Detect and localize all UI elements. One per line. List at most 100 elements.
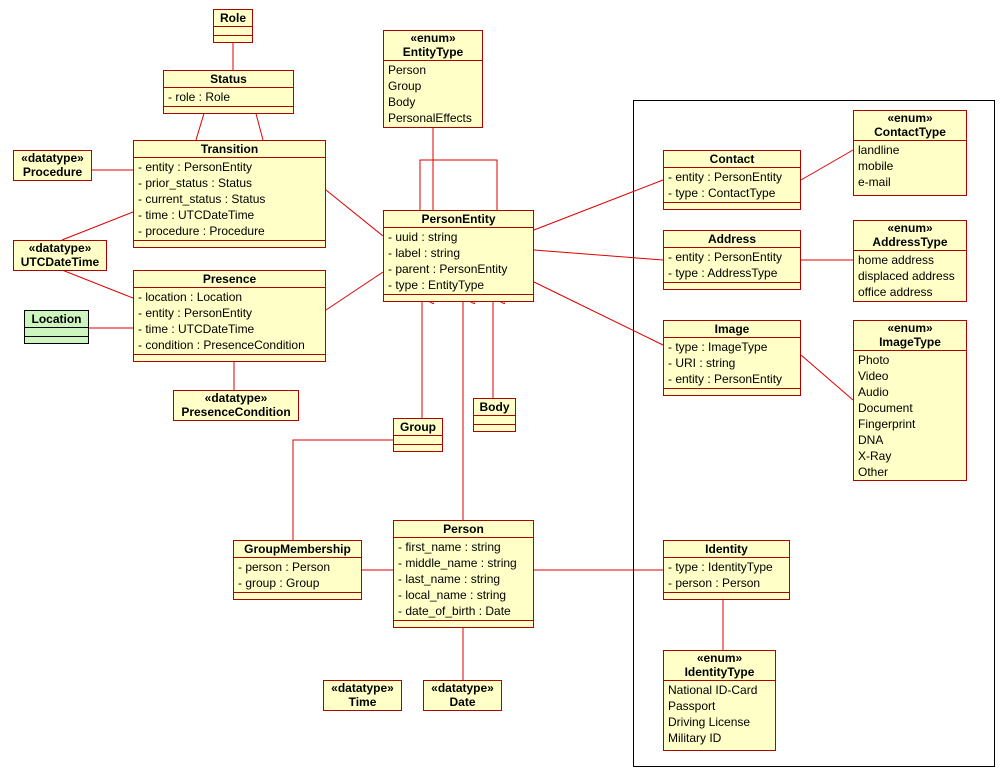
literals: landline mobile e-mail — [854, 141, 966, 191]
class-address[interactable]: Address - entity : PersonEntity - type :… — [663, 230, 801, 290]
class-name: PersonEntity — [421, 212, 496, 226]
literals: Person Group Body PersonalEffects — [384, 61, 482, 127]
class-name: Time — [348, 695, 377, 709]
operations — [214, 36, 252, 42]
attributes: - role : Role — [164, 88, 293, 107]
attribute: - procedure : Procedure — [138, 224, 265, 238]
literal: Driving License — [668, 715, 751, 729]
class-body[interactable]: Body — [473, 398, 516, 432]
class-groupmembership[interactable]: GroupMembership - person : Person - grou… — [233, 540, 362, 600]
attribute: - group : Group — [238, 576, 320, 590]
class-name: UTCDateTime — [20, 255, 100, 269]
attribute: - prior_status : Status — [138, 176, 253, 190]
attributes — [394, 436, 442, 445]
attribute: - role : Role — [168, 90, 231, 104]
attribute: - entity : PersonEntity — [138, 160, 253, 174]
literal: Passport — [668, 699, 716, 713]
attribute: - middle_name : string — [398, 556, 517, 570]
literals: National ID-Card Passport Driving Licens… — [664, 681, 775, 747]
literal: National ID-Card — [668, 683, 758, 697]
class-presence[interactable]: Presence - location : Location - entity … — [133, 270, 326, 362]
class-name: EntityType — [402, 45, 464, 59]
class-name: Group — [400, 420, 436, 434]
link-personentity-image — [533, 281, 681, 354]
class-contact[interactable]: Contact - entity : PersonEntity - type :… — [663, 150, 801, 210]
link-personentity-presence — [309, 271, 384, 322]
stereotype: «datatype» — [204, 391, 268, 405]
operations — [394, 445, 442, 451]
stereotype: «enum» — [887, 111, 933, 125]
operations — [664, 389, 800, 395]
enum-entitytype[interactable]: «enum» EntityType Person Group Body Pers… — [383, 30, 483, 128]
attribute: - entity : PersonEntity — [668, 372, 783, 386]
enum-contacttype[interactable]: «enum» ContactType landline mobile e-mai… — [853, 110, 967, 196]
attribute: - type : EntityType — [388, 278, 485, 292]
literal: Group — [388, 79, 422, 93]
attributes: - uuid : string - label : string - paren… — [384, 228, 533, 295]
attributes: - first_name : string - middle_name : st… — [394, 538, 533, 621]
attributes — [474, 416, 515, 425]
datatype-date[interactable]: «datatype» Date — [423, 680, 502, 711]
literal: Body — [388, 95, 416, 109]
class-role[interactable]: Role — [213, 9, 253, 43]
literals: home address displaced address office ad… — [854, 251, 966, 301]
enum-addresstype[interactable]: «enum» AddressType home address displace… — [853, 220, 967, 302]
class-transition[interactable]: Transition - entity : PersonEntity - pri… — [133, 140, 326, 248]
datatype-time[interactable]: «datatype» Time — [323, 680, 402, 711]
operations — [384, 295, 533, 301]
literal: displaced address — [858, 269, 955, 283]
datatype-procedure[interactable]: «datatype» Procedure — [13, 150, 92, 181]
stereotype: «enum» — [887, 321, 933, 335]
enum-imagetype[interactable]: «enum» ImageType Photo Video Audio Docum… — [853, 320, 967, 481]
link-utcdatetime-presence — [61, 269, 152, 307]
class-image[interactable]: Image - type : ImageType - URI : string … — [663, 320, 801, 396]
class-name: GroupMembership — [244, 542, 351, 556]
stereotype: «enum» — [696, 651, 743, 665]
attribute: - condition : PresenceCondition — [138, 338, 305, 352]
operations — [164, 107, 293, 113]
class-person[interactable]: Person - first_name : string - middle_na… — [393, 520, 534, 628]
literals: Photo Video Audio Document Fingerprint D… — [854, 351, 966, 481]
stereotype: «datatype» — [431, 681, 494, 695]
operations — [664, 593, 789, 599]
class-identity[interactable]: Identity - type : IdentityType - person … — [663, 540, 790, 600]
class-name: Transition — [200, 142, 259, 156]
link-personentity-contact — [533, 171, 682, 231]
package-frame — [633, 100, 995, 767]
enum-identitytype[interactable]: «enum» IdentityType National ID-Card Pas… — [663, 650, 776, 751]
class-name: AddressType — [872, 235, 948, 249]
class-personentity[interactable]: PersonEntity - uuid : string - label : s… — [383, 210, 534, 302]
operations — [664, 203, 800, 209]
attribute: - first_name : string — [398, 540, 501, 554]
class-name: Address — [707, 232, 757, 246]
literal: Video — [858, 369, 889, 383]
class-name: Identity — [705, 542, 748, 556]
datatype-utcdatetime[interactable]: «datatype» UTCDateTime — [13, 240, 107, 271]
literal: Document — [858, 401, 913, 415]
literal: office address — [858, 285, 933, 299]
link-group-groupmembership — [288, 439, 393, 560]
link-status-transition-2 — [254, 109, 271, 160]
literal: home address — [858, 253, 935, 267]
literal: landline — [858, 143, 900, 157]
attribute: - URI : string — [668, 356, 736, 370]
class-location[interactable]: Location — [24, 310, 89, 344]
attribute: - uuid : string — [388, 230, 458, 244]
attribute: - entity : PersonEntity — [668, 250, 783, 264]
attribute: - label : string — [388, 246, 461, 260]
operations — [134, 241, 325, 247]
stereotype: «datatype» — [28, 241, 92, 255]
class-name: Presence — [202, 272, 257, 286]
attribute: - entity : PersonEntity — [138, 306, 253, 320]
attributes: - entity : PersonEntity - prior_status :… — [134, 158, 325, 241]
stereotype: «datatype» — [21, 151, 84, 165]
class-status[interactable]: Status - role : Role — [163, 70, 294, 114]
attribute: - entity : PersonEntity — [668, 170, 783, 184]
class-name: Role — [219, 11, 246, 25]
literal: Photo — [858, 353, 890, 367]
literal: DNA — [858, 433, 884, 447]
attributes — [25, 328, 88, 337]
class-group[interactable]: Group — [393, 418, 443, 452]
datatype-presencecondition[interactable]: «datatype» PresenceCondition — [173, 390, 299, 421]
